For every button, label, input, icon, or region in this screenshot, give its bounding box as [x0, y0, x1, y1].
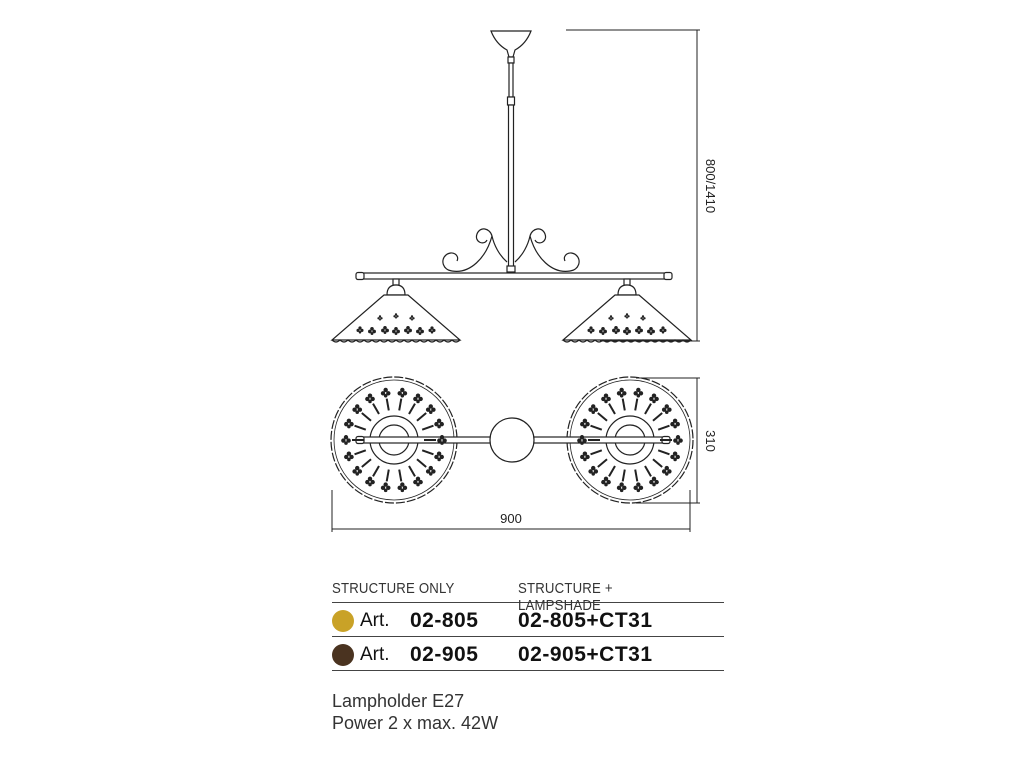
shade-pattern-stem: [372, 403, 380, 415]
shade-pattern-stem: [644, 465, 652, 477]
shade-pattern-stem: [597, 458, 608, 468]
power-spec: Power 2 x max. 42W: [332, 713, 499, 733]
shade-pattern-stem: [361, 458, 372, 468]
shade-pattern-stem: [657, 449, 670, 456]
height-dimension: [566, 29, 700, 342]
shade-pattern-stem: [597, 412, 608, 422]
lampshade-code: 02-905+CT31: [518, 643, 653, 666]
shade-pattern-stem: [361, 412, 372, 422]
lampshade-code: 02-805+CT31: [518, 609, 653, 632]
width-dimension: [331, 490, 691, 532]
shade-pattern-stem: [621, 469, 626, 482]
art-prefix: Art.: [360, 644, 390, 665]
right-scroll: [514, 228, 547, 263]
shade-pattern-stem: [644, 403, 652, 415]
shade-pattern-stem: [385, 398, 390, 411]
article-table: STRUCTURE ONLY STRUCTURE + LAMPSHADE Art…: [332, 576, 724, 671]
lamp-technical-drawing: 800/1410 310 900: [330, 29, 718, 532]
finish-swatch-brown: [332, 644, 354, 666]
shade-pattern-stem: [590, 449, 603, 456]
shade-pattern-stem: [421, 449, 434, 456]
left-scroll: [475, 228, 508, 263]
suspension-rod: [508, 62, 514, 98]
shade-pattern-stem: [398, 398, 403, 411]
shade-pattern-stem: [408, 403, 416, 415]
top-view: [330, 376, 694, 504]
lampholder-spec: Lampholder E27: [332, 691, 465, 711]
shade-pattern-stem: [398, 469, 403, 482]
width-label: 900: [500, 511, 522, 526]
shade-pattern-stem: [416, 412, 427, 422]
shade-pattern-stem: [372, 465, 380, 477]
front-view: [330, 30, 693, 343]
shade-pattern-stem: [354, 424, 367, 431]
finish-swatch-gold: [332, 610, 354, 632]
horizontal-arm: [362, 272, 666, 280]
canopy-top: [489, 417, 535, 463]
table-header: STRUCTURE ONLY STRUCTURE + LAMPSHADE: [332, 576, 724, 614]
header-structure-lampshade: STRUCTURE + LAMPSHADE: [518, 580, 613, 614]
shade-pattern-stem: [652, 458, 663, 468]
shade-pattern-stem: [421, 424, 434, 431]
table-row: Art. 02-905 02-905+CT31: [332, 637, 724, 671]
ceiling-canopy: [490, 30, 532, 58]
table-row: Art. 02-805 02-805+CT31: [332, 603, 724, 637]
shade-pattern-stem: [634, 469, 639, 482]
shade-pattern-stem: [652, 412, 663, 422]
structure-code: 02-805: [410, 609, 479, 632]
shade-pattern-stem: [657, 424, 670, 431]
depth-label: 310: [703, 430, 718, 452]
shade-pattern-stem: [354, 449, 367, 456]
electrical-specs: Lampholder E27 Power 2 x max. 42W: [332, 690, 498, 734]
shade-pattern-stem: [416, 458, 427, 468]
shade-pattern-stem: [408, 465, 416, 477]
height-label: 800/1410: [703, 159, 718, 213]
shade-pattern-stem: [608, 403, 616, 415]
shade-pattern-stem: [608, 465, 616, 477]
shade-pattern-stem: [590, 424, 603, 431]
shade-pattern-stem: [621, 398, 626, 411]
header-structure-only: STRUCTURE ONLY: [332, 580, 455, 597]
top-shade-pattern: [341, 387, 683, 493]
depth-dimension: [636, 377, 700, 504]
structure-code: 02-905: [410, 643, 479, 666]
shade-pattern-stem: [634, 398, 639, 411]
shade-pattern-stem: [385, 469, 390, 482]
art-prefix: Art.: [360, 610, 390, 631]
